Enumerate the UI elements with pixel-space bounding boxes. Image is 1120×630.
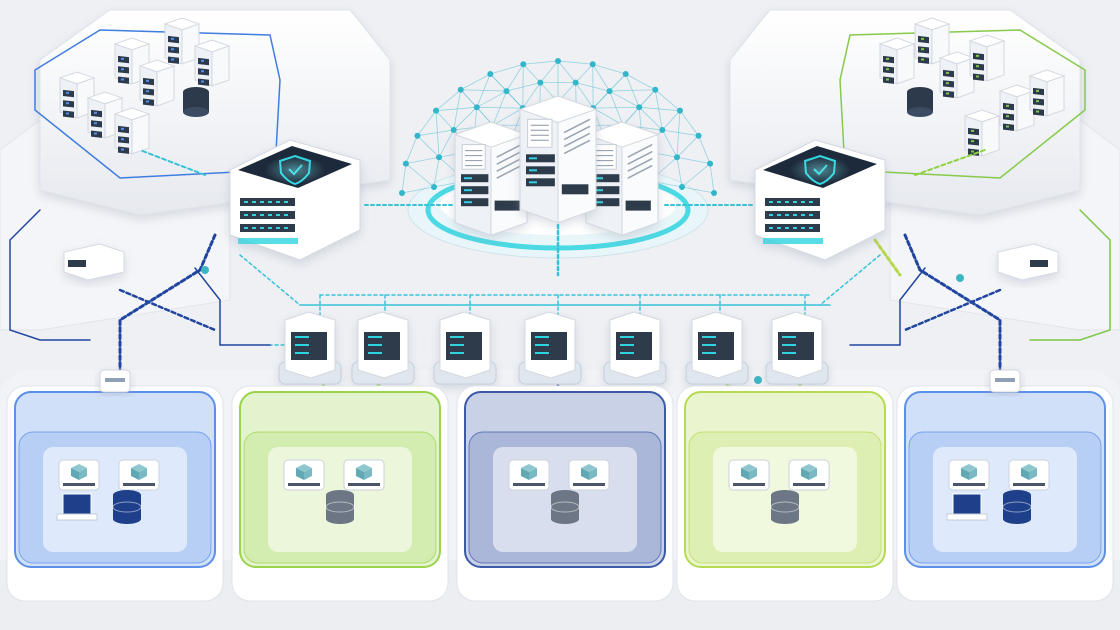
database-icon bbox=[326, 490, 354, 524]
mesh-node bbox=[520, 61, 526, 67]
core-server-left bbox=[455, 122, 527, 235]
link-node bbox=[201, 266, 209, 274]
zone-1 bbox=[7, 370, 223, 601]
mesh-node bbox=[711, 190, 717, 196]
cube-icon bbox=[284, 460, 324, 490]
switch-1 bbox=[279, 312, 341, 384]
cube-icon bbox=[59, 460, 99, 490]
server-3 bbox=[940, 52, 974, 98]
server-2 bbox=[165, 18, 199, 64]
mesh-node bbox=[590, 61, 596, 67]
mesh-node bbox=[403, 161, 409, 167]
server-1 bbox=[880, 38, 914, 84]
cube-icon bbox=[949, 460, 989, 490]
server-7 bbox=[115, 108, 149, 154]
mesh-node bbox=[537, 80, 543, 86]
cube-icon bbox=[509, 460, 549, 490]
cube-icon bbox=[119, 460, 159, 490]
database-icon bbox=[183, 87, 209, 117]
mesh-node bbox=[623, 71, 629, 77]
database-icon bbox=[551, 490, 579, 524]
document-icon bbox=[462, 145, 485, 170]
link-node bbox=[754, 376, 762, 384]
mesh-node bbox=[636, 104, 642, 110]
mesh-node bbox=[659, 127, 665, 133]
zone-2 bbox=[232, 386, 448, 601]
core-server-center bbox=[520, 96, 596, 223]
document-icon bbox=[528, 119, 552, 147]
mesh-node bbox=[458, 87, 464, 93]
mesh-node bbox=[503, 88, 509, 94]
mesh-node bbox=[679, 184, 685, 190]
mesh-node bbox=[433, 108, 439, 114]
mesh-node bbox=[607, 88, 613, 94]
server-5 bbox=[1000, 85, 1034, 131]
cube-icon bbox=[789, 460, 829, 490]
server-4 bbox=[140, 60, 174, 106]
zone-3 bbox=[457, 386, 673, 601]
mesh-node bbox=[677, 108, 683, 114]
monitor-icon bbox=[947, 494, 987, 520]
server-6 bbox=[965, 110, 999, 156]
switch-3 bbox=[434, 312, 496, 384]
cube-icon bbox=[729, 460, 769, 490]
switch-row bbox=[279, 312, 828, 384]
database-icon bbox=[1003, 490, 1031, 524]
relay-box bbox=[100, 370, 130, 392]
switch-6 bbox=[686, 312, 748, 384]
mesh-node bbox=[555, 58, 561, 64]
mesh-node bbox=[487, 71, 493, 77]
database-icon bbox=[113, 490, 141, 524]
server-7 bbox=[1030, 70, 1064, 116]
link-node bbox=[956, 274, 964, 282]
mesh-node bbox=[696, 133, 702, 139]
database-icon bbox=[907, 87, 933, 117]
switch-2 bbox=[352, 312, 414, 384]
zone-4 bbox=[677, 386, 893, 601]
mesh-node bbox=[431, 184, 437, 190]
link bbox=[240, 255, 300, 305]
mesh-node bbox=[652, 87, 658, 93]
document-icon bbox=[593, 145, 616, 170]
mesh-node bbox=[414, 133, 420, 139]
mesh-node bbox=[474, 104, 480, 110]
mesh-node bbox=[674, 154, 680, 160]
server-4 bbox=[970, 35, 1004, 81]
switch-4 bbox=[519, 312, 581, 384]
link bbox=[820, 255, 880, 305]
zones bbox=[7, 370, 1113, 601]
switch-5 bbox=[604, 312, 666, 384]
mesh-node bbox=[573, 80, 579, 86]
monitor-icon bbox=[57, 494, 97, 520]
zone-5 bbox=[897, 370, 1113, 601]
mesh-node bbox=[707, 161, 713, 167]
mesh-node bbox=[399, 190, 405, 196]
server-5 bbox=[195, 40, 229, 86]
mesh-node bbox=[436, 154, 442, 160]
database-icon bbox=[771, 490, 799, 524]
switch-7 bbox=[766, 312, 828, 384]
cube-icon bbox=[1009, 460, 1049, 490]
cube-icon bbox=[569, 460, 609, 490]
relay-box bbox=[990, 370, 1020, 392]
core-server-right bbox=[586, 122, 658, 235]
cube-icon bbox=[344, 460, 384, 490]
mesh-node bbox=[451, 127, 457, 133]
